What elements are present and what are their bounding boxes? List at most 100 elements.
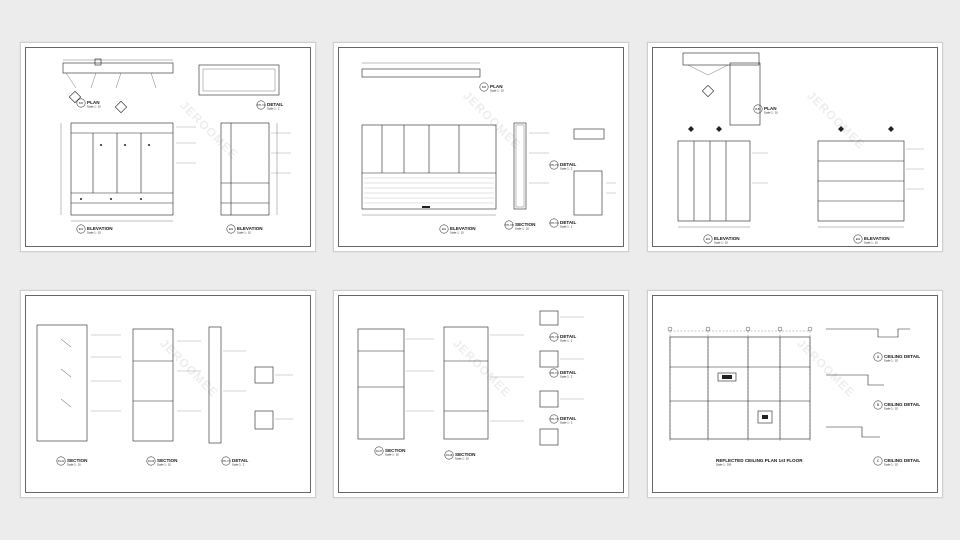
label-code: D1-07 <box>376 450 383 453</box>
label-title: DETAIL <box>560 162 576 167</box>
label-scale: Scale 1 : 10 <box>864 241 878 245</box>
label-scale: Scale 1 : 10 <box>237 231 251 235</box>
sheet-border <box>652 47 938 247</box>
label-title: SECTION <box>157 458 178 463</box>
label-scale: Scale 1 : 2 <box>560 421 573 425</box>
label-bubble <box>76 224 86 234</box>
label-scale: Scale 1 : 2 <box>560 375 573 379</box>
label-title: CEILING DETAIL <box>884 458 920 463</box>
label-scale: Scale 1 : 10 <box>714 241 728 245</box>
label-scale: Scale 1 : 10 <box>87 105 101 109</box>
label-bubble <box>146 456 156 466</box>
label-bubble <box>873 400 883 410</box>
label-scale: Scale 1 : 10 <box>87 231 101 235</box>
label-code: DT1-T5 <box>550 418 559 421</box>
sheet-border <box>25 295 311 493</box>
label-title: SECTION <box>385 448 406 453</box>
label-title: SECTION <box>515 222 536 227</box>
label-scale: Scale 1 : 2 <box>560 167 573 171</box>
sheet-border <box>25 47 311 247</box>
label-scale: Scale 1 : 10 <box>450 231 464 235</box>
label-code: B <box>877 403 880 407</box>
label-bubble <box>444 450 454 460</box>
label-scale: Scale 1 : 10 <box>884 407 898 411</box>
label-code: C <box>877 459 880 463</box>
label-scale: Scale 1 : 2 <box>560 339 573 343</box>
label-scale: Scale 1 : 2 <box>267 107 280 111</box>
label-code: DT1-T4 <box>550 372 559 375</box>
label-scale: Scale 1 : 10 <box>764 111 778 115</box>
label-scale: Scale 1 : 10 <box>884 463 898 467</box>
label-title: DETAIL <box>560 416 576 421</box>
label-bubble <box>549 368 559 378</box>
label-title: CEILING DETAIL <box>884 354 920 359</box>
label-code: B-B <box>79 102 83 105</box>
label-bubble <box>504 220 514 230</box>
label-bubble <box>76 98 86 108</box>
label-code: B-B <box>482 86 486 89</box>
label-bubble <box>853 234 863 244</box>
label-title: ELEVATION <box>237 226 263 231</box>
label-bubble <box>873 456 883 466</box>
label-bubble <box>374 446 384 456</box>
label-code: E01 <box>706 238 711 241</box>
label-code: E02 <box>229 228 234 231</box>
label-title: REFLECTED CEILING PLAN 1st FLOOR <box>716 458 803 463</box>
label-title: CEILING DETAIL <box>884 402 920 407</box>
label-title: ELEVATION <box>450 226 476 231</box>
label-title: DETAIL <box>560 220 576 225</box>
label-code: A <box>877 355 880 359</box>
label-title: PLAN <box>764 106 777 111</box>
label-code: E01 <box>442 228 447 231</box>
label-title: SECTION <box>67 458 88 463</box>
label-bubble <box>256 100 266 110</box>
sheet-border <box>338 47 624 247</box>
label-scale: Scale 1 : 10 <box>385 453 399 457</box>
label-scale: Scale 1 : 10 <box>490 89 504 93</box>
label-code: DT1-T8 <box>505 224 514 227</box>
label-bubble <box>226 224 236 234</box>
label-scale: Scale 1 : 10 <box>515 227 529 231</box>
label-bubble <box>753 104 763 114</box>
label-scale: Scale 1 : 2 <box>560 225 573 229</box>
label-scale: Scale 1 : 100 <box>716 463 732 467</box>
label-scale: Scale 1 : 10 <box>157 463 171 467</box>
label-code: DT1-T2 <box>257 104 266 107</box>
label-bubble <box>549 332 559 342</box>
label-bubble <box>549 414 559 424</box>
label-bubble <box>549 160 559 170</box>
label-bubble <box>479 82 489 92</box>
label-bubble <box>873 352 883 362</box>
label-title: ELEVATION <box>864 236 890 241</box>
label-title: PLAN <box>490 84 503 89</box>
